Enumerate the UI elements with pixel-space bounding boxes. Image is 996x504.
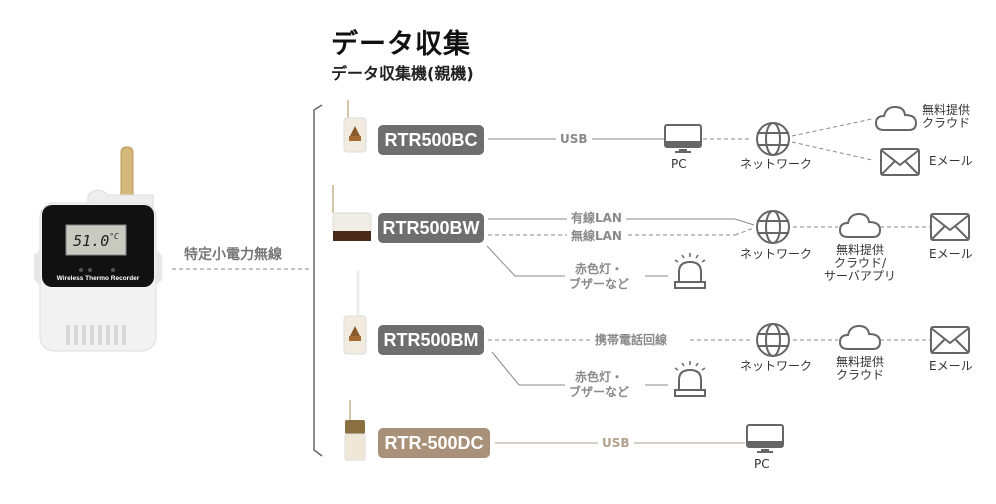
wireless-lan-label: 無線LAN	[567, 229, 626, 243]
bc-network-cloud-line	[791, 118, 873, 137]
bracket-line	[313, 104, 323, 457]
globe-icon	[754, 208, 792, 250]
bm-alarm-line	[491, 351, 565, 386]
device-rtr500bw-image	[325, 185, 373, 249]
page-subtitle: データ収集機(親機)	[331, 64, 474, 83]
email-caption: Eメール	[929, 247, 973, 261]
alarm-label-line2: ブザーなど	[569, 277, 630, 291]
wired-lan-label: 有線LAN	[567, 211, 626, 225]
page-title: データ収集	[331, 29, 471, 60]
pc-caption: PC	[754, 457, 770, 471]
alarm-label: 赤色灯・ブザーなど	[565, 262, 634, 292]
device-rtr500bc-image	[340, 100, 370, 160]
cloud-caption: 無料提供クラウド	[922, 104, 970, 130]
alarm-light-icon	[670, 360, 710, 404]
bw-alarm-line	[486, 245, 565, 277]
cloud-icon	[838, 322, 882, 356]
pc-icon	[664, 124, 702, 158]
cloud-caption-line2: クラウド	[922, 116, 971, 130]
display-value: 51.0	[73, 232, 110, 250]
cloud-caption: 無料提供クラウド	[820, 356, 900, 382]
cloud-icon	[874, 103, 918, 137]
email-caption: Eメール	[929, 154, 973, 168]
cloud-caption-line1: 無料提供	[835, 243, 884, 257]
cloud-caption-line1: 無料提供	[835, 355, 884, 369]
network-caption: ネットワーク	[740, 157, 813, 171]
email-icon	[930, 326, 970, 358]
alarm-label: 赤色灯・ブザーなど	[565, 370, 634, 400]
cloud-caption-line2: クラウド/	[833, 256, 887, 270]
email-icon	[930, 213, 970, 245]
alarm-light-icon	[670, 252, 710, 296]
model-badge-rtr500bw: RTR500BW	[378, 213, 484, 243]
cloud-icon	[838, 210, 882, 244]
globe-icon	[754, 321, 792, 363]
model-badge-rtr500dc: RTR-500DC	[378, 428, 490, 458]
email-caption: Eメール	[929, 359, 973, 373]
cloud-caption-line2: クラウド	[835, 368, 884, 382]
email-icon	[880, 148, 920, 180]
wireless-thermo-recorder: 51.0°C Wireless Thermo Recorder	[28, 145, 168, 355]
device-rtr500bm-image	[340, 270, 370, 360]
product-label: Wireless Thermo Recorder	[56, 275, 140, 282]
pc-icon	[746, 424, 784, 458]
cloud-caption-line3: サーバアプリ	[824, 269, 896, 283]
device-rtr500dc-image	[343, 400, 369, 466]
model-badge-rtr500bc: RTR500BC	[378, 125, 484, 155]
cellular-label: 携帯電話回線	[591, 333, 672, 347]
usb-label: USB	[598, 436, 634, 450]
alarm-label-line1: 赤色灯・	[575, 370, 624, 384]
pc-caption: PC	[671, 157, 687, 171]
usb-label: USB	[556, 132, 592, 146]
network-caption: ネットワーク	[740, 247, 813, 261]
network-caption: ネットワーク	[740, 359, 813, 373]
alarm-label-line1: 赤色灯・	[575, 262, 624, 276]
cloud-caption-line1: 無料提供	[922, 103, 971, 117]
model-badge-rtr500bm: RTR500BM	[378, 325, 484, 355]
alarm-label-line2: ブザーなど	[569, 385, 630, 399]
radio-link-label: 特定小電力無線	[184, 247, 282, 263]
globe-icon	[754, 120, 792, 162]
cloud-server-caption: 無料提供クラウド/サーバアプリ	[820, 244, 900, 283]
display-unit: °C	[109, 232, 119, 241]
